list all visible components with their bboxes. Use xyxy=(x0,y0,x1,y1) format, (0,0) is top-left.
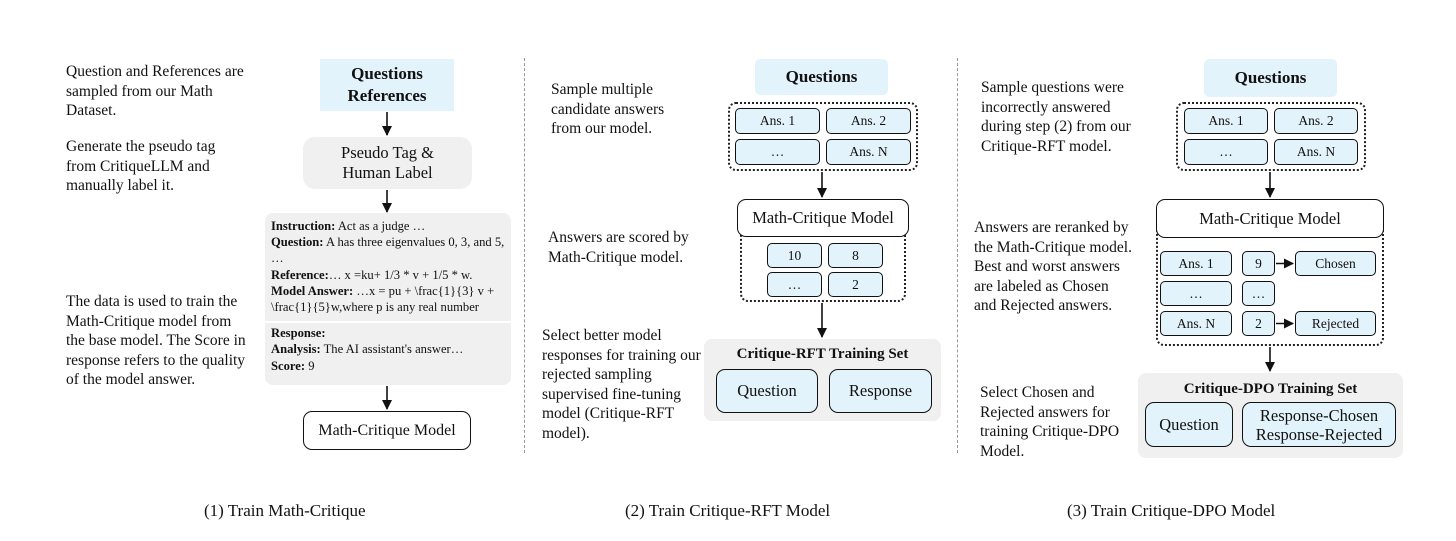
chosen-box: Chosen xyxy=(1295,251,1376,276)
pseudo-tag-label: Pseudo Tag & xyxy=(341,143,434,162)
questions-label: Questions xyxy=(351,64,423,83)
questions-references-box: Questions References xyxy=(320,59,454,111)
math-critique-model-box: Math-Critique Model xyxy=(303,411,471,450)
answer-box: … xyxy=(735,139,820,165)
answer-box: Ans. 2 xyxy=(1274,108,1358,134)
note-sample-answers: Sample multiple candidate answers from o… xyxy=(551,81,665,137)
prompt-model-answer: Model Answer: …x = pu + \frac{1}{3} v + … xyxy=(271,283,495,315)
dpo-question-box: Question xyxy=(1145,402,1233,447)
rft-training-set-title: Critique-RFT Training Set xyxy=(736,346,909,362)
rank-score-box: … xyxy=(1242,281,1275,306)
answer-box: Ans. 2 xyxy=(826,108,911,134)
questions-box-rft: Questions xyxy=(755,59,888,95)
rank-score-box: 2 xyxy=(1242,311,1275,336)
caption-panel-2: (2) Train Critique-RFT Model xyxy=(625,501,831,520)
note-rerank: Answers are reranked by the Math-Critiqu… xyxy=(974,219,1132,314)
response-rejected-label: Response-Rejected xyxy=(1255,424,1383,444)
ranked-answer-box: Ans. 1 xyxy=(1160,251,1232,276)
note-select-responses: Select better model responses for traini… xyxy=(542,327,701,442)
score-box: 2 xyxy=(828,272,883,297)
answer-box: Ans. 1 xyxy=(1184,108,1268,134)
score-box: … xyxy=(767,272,822,297)
ranked-answer-box: Ans. N xyxy=(1160,311,1232,336)
prompt-question: Question: A has three eigenvalues 0, 3, … xyxy=(271,235,505,266)
dpo-training-set-title: Critique-DPO Training Set xyxy=(1183,381,1358,397)
human-label-label: Human Label xyxy=(342,163,433,182)
rft-question-box: Question xyxy=(716,369,818,413)
prompt-box xyxy=(265,213,511,385)
prompt-analysis: Analysis: The AI assistant's answer… xyxy=(271,342,464,357)
separator-1-2 xyxy=(524,58,525,453)
note-pseudo-tag: Generate the pseudo tag from CritiqueLLM… xyxy=(66,138,216,194)
prompt-instruction: Instruction: Act as a judge … xyxy=(271,219,426,233)
answer-box: Ans. N xyxy=(826,139,911,165)
note-select-chosen: Select Chosen and Rejected answers for t… xyxy=(980,384,1120,460)
prompt-content: Instruction: Act as a judge … Question: … xyxy=(265,218,513,374)
separator-2-3 xyxy=(957,58,958,453)
questions-box-dpo: Questions xyxy=(1204,59,1337,97)
math-critique-model-box-rft: Math-Critique Model xyxy=(737,199,909,237)
note-training-data: The data is used to train the Math-Criti… xyxy=(66,293,246,388)
pseudo-tag-box: Pseudo Tag & Human Label xyxy=(303,137,472,189)
ranked-answer-box: … xyxy=(1160,281,1232,306)
answers-group-rft xyxy=(728,102,918,171)
response-chosen-label: Response-Chosen xyxy=(1259,405,1379,425)
prompt-score: Score: 9 xyxy=(271,358,315,373)
dpo-response-box: Response-Chosen Response-Rejected xyxy=(1242,402,1396,447)
answer-box: Ans. 1 xyxy=(735,108,820,134)
prompt-reference: Reference:… x =ku+ 1/3 * v + 1/5 * w. xyxy=(271,267,473,282)
note-incorrect-questions: Sample questions were incorrectly answer… xyxy=(981,79,1131,155)
references-label: References xyxy=(347,86,427,105)
note-scored: Answers are scored by Math-Critique mode… xyxy=(548,229,689,266)
caption-panel-1: (1) Train Math-Critique xyxy=(204,501,366,520)
score-box: 8 xyxy=(828,243,883,268)
rejected-box: Rejected xyxy=(1295,311,1376,336)
answer-box: … xyxy=(1184,139,1268,165)
prompt-divider xyxy=(265,321,513,324)
rank-score-box: 9 xyxy=(1242,251,1275,276)
math-critique-model-box-dpo: Math-Critique Model xyxy=(1156,199,1384,238)
answer-box: Ans. N xyxy=(1274,139,1358,165)
rft-response-box: Response xyxy=(829,369,932,413)
score-box: 10 xyxy=(767,243,822,268)
prompt-response: Response: xyxy=(271,326,326,341)
note-sampling: Question and References are sampled from… xyxy=(66,63,244,119)
caption-panel-3: (3) Train Critique-DPO Model xyxy=(1067,501,1276,520)
answers-group-dpo xyxy=(1176,102,1366,171)
